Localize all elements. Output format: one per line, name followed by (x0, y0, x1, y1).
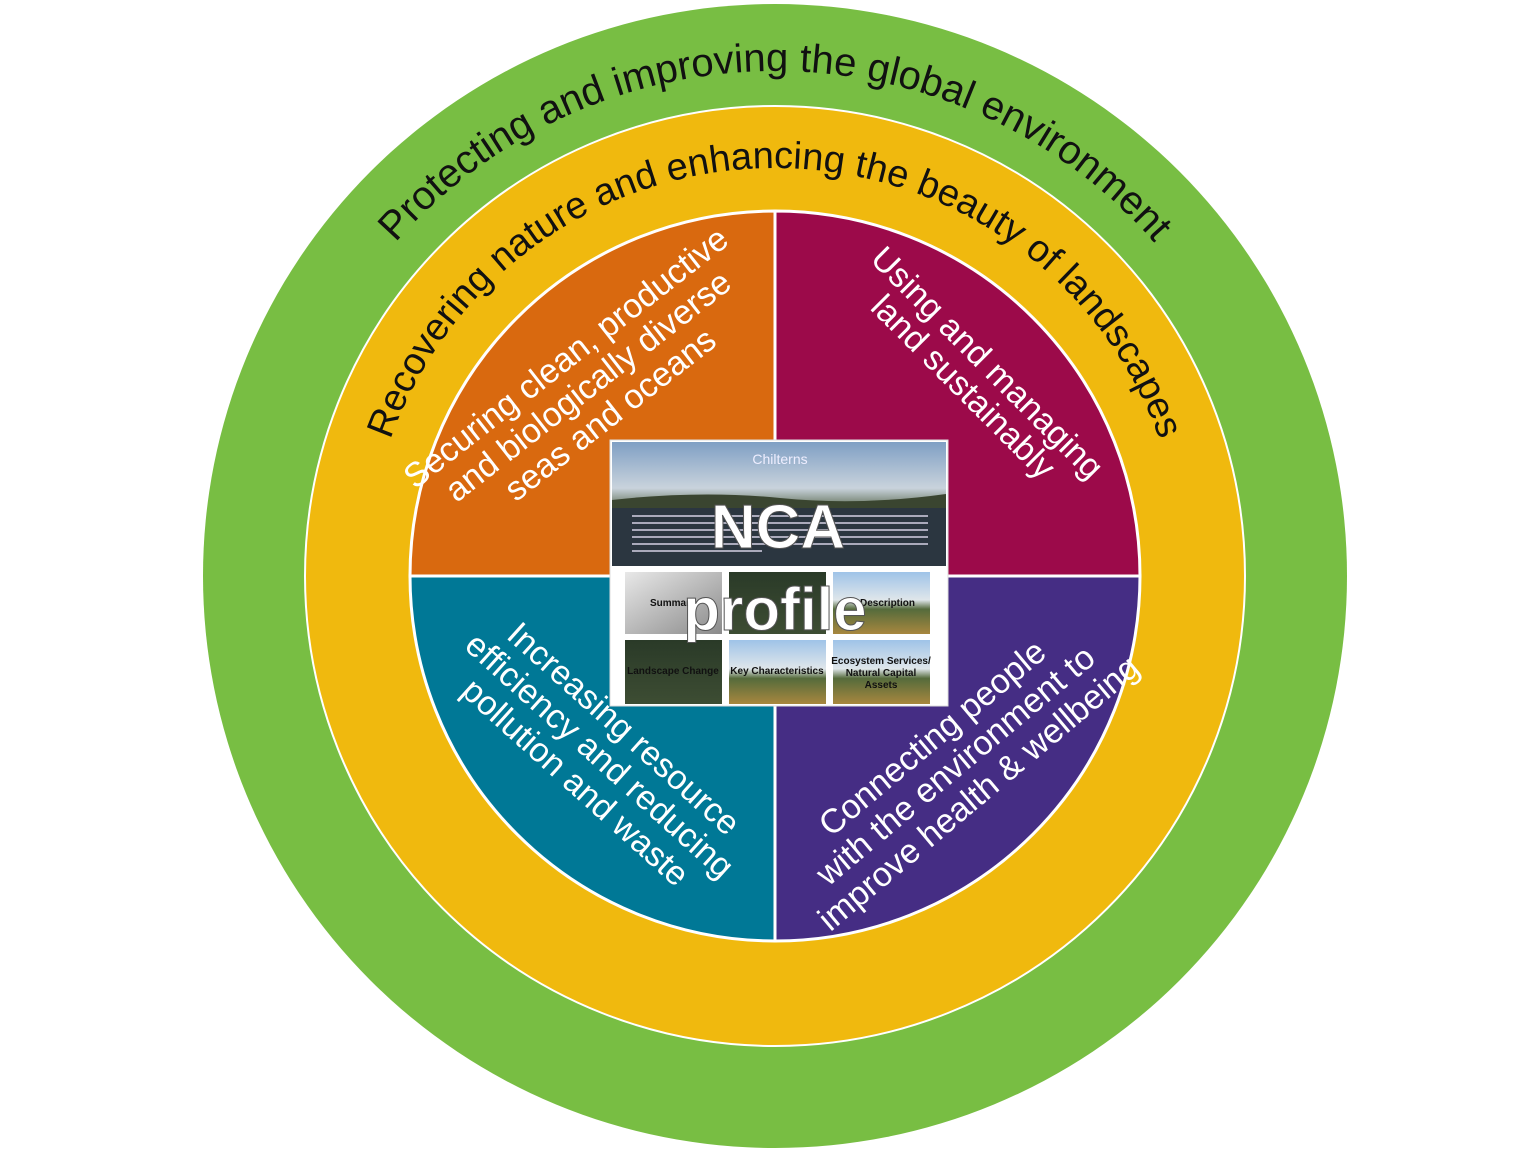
profile-overlay-text: profile (683, 576, 866, 643)
nca-overlay-text: NCA (711, 493, 845, 562)
tile-landscape-change: Landscape Change (627, 666, 719, 677)
tile-natural-capital: Natural Capital (846, 668, 917, 679)
tile-ecosystem-services: Ecosystem Services/ (831, 656, 931, 667)
header-title: Chilterns (752, 451, 807, 467)
tile-key-characteristics: Key Characteristics (730, 666, 824, 677)
header-text-lines (632, 515, 928, 552)
tile-assets: Assets (865, 680, 898, 691)
tile-summary: Summary (650, 598, 696, 609)
nca-profile-thumbnail[interactable]: Chilterns Summary Description Landscape … (609, 439, 949, 707)
tile-description: Description (860, 598, 915, 609)
